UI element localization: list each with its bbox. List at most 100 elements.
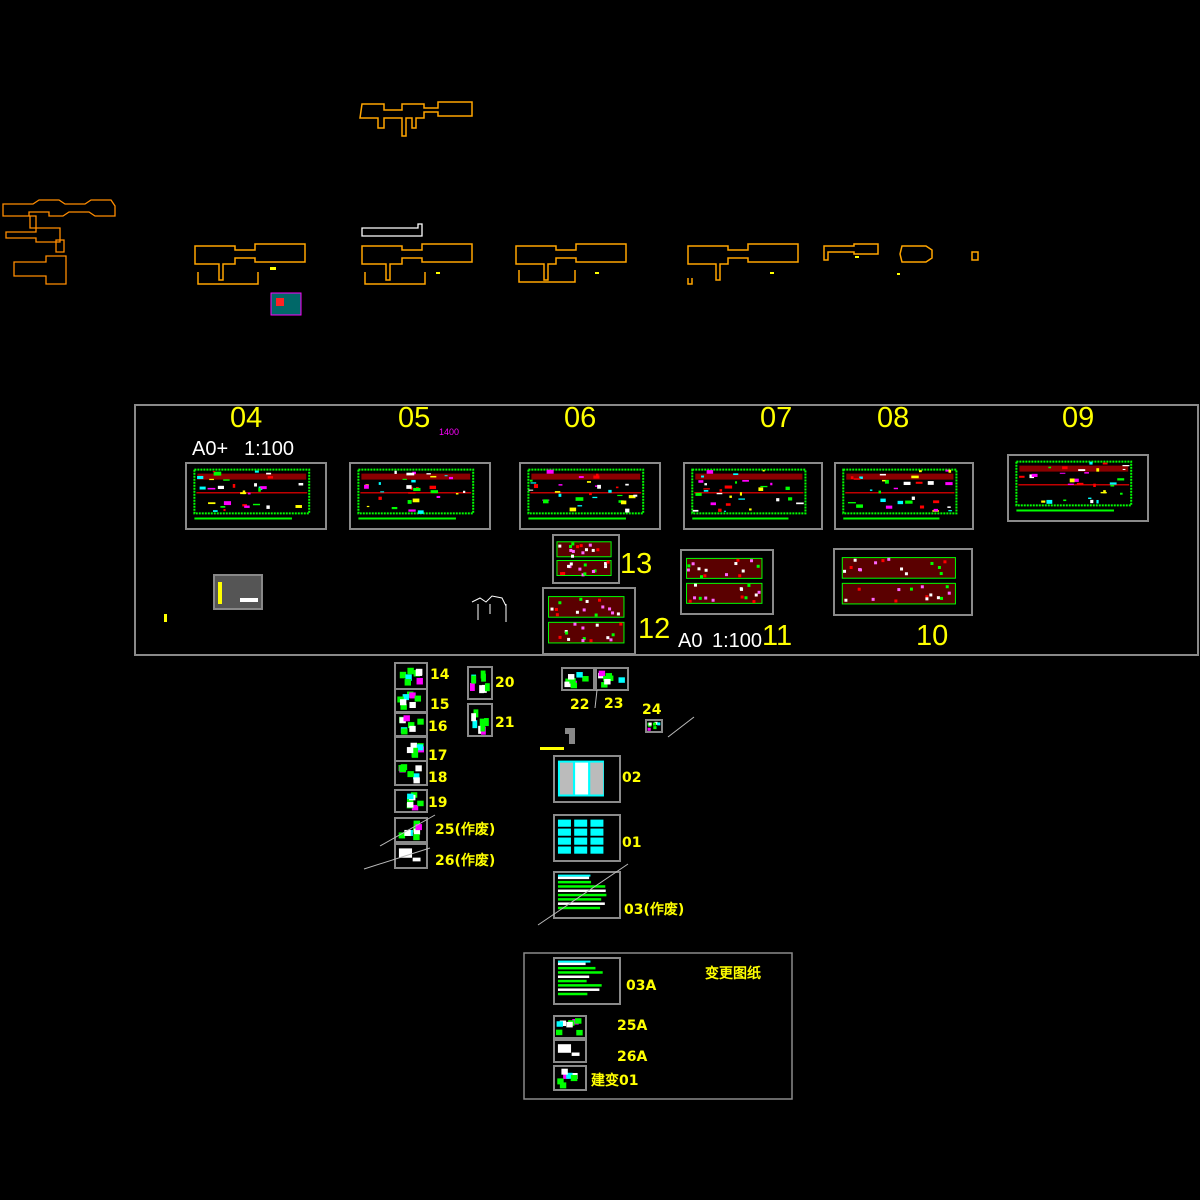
sheet-border <box>542 587 636 655</box>
sheet-border <box>553 755 621 803</box>
sheet-label-26-void: 26(作废) <box>435 852 495 869</box>
sheet-label-18: 18 <box>428 770 447 786</box>
sheet-label-21: 21 <box>495 715 514 731</box>
sheet-content <box>527 468 645 520</box>
sheet-border <box>683 462 823 530</box>
floor-plan-outlines <box>2 101 979 316</box>
sheet-content <box>398 820 422 841</box>
sheet-border <box>394 843 428 869</box>
sheet-label-jianbian01: 建变01 <box>591 1072 638 1089</box>
sheet-11[interactable] <box>680 549 774 615</box>
sheet-content <box>406 742 424 758</box>
sheet-16[interactable] <box>394 711 428 737</box>
sheet-label-03-void: 03(作废) <box>624 901 684 918</box>
sheet-18[interactable] <box>394 760 428 786</box>
dimension-text: 1400 <box>439 427 459 437</box>
sheet-content <box>557 1044 580 1056</box>
sheet-content <box>556 541 612 577</box>
sheet-jb01[interactable] <box>553 1065 587 1091</box>
sheet-26[interactable] <box>394 843 428 869</box>
sheet-border <box>185 462 327 530</box>
sheet-label-20: 20 <box>495 675 515 691</box>
paper-size-label: A0+ <box>192 438 228 460</box>
sheet-label-17: 17 <box>428 748 447 764</box>
sheet-content <box>548 596 625 644</box>
sheet-border <box>1007 454 1149 522</box>
labels: 04 05 06 07 08 09 13 12 11 10 A0+ 1:100 … <box>192 402 1094 1089</box>
sheet-label-03a: 03A <box>626 978 656 994</box>
sheet-label-07: 07 <box>760 402 792 434</box>
sheet-24[interactable] <box>645 719 663 733</box>
sheet-label-23: 23 <box>604 696 623 712</box>
sheet-content <box>397 691 422 710</box>
sheet-06[interactable] <box>519 462 661 530</box>
sheet-border <box>553 814 621 862</box>
sheet-17[interactable] <box>394 736 428 762</box>
sheet-19[interactable] <box>394 789 428 813</box>
cyan-detail-block <box>270 292 302 316</box>
sheet-label-09: 09 <box>1062 402 1094 434</box>
sheet-content <box>398 764 422 784</box>
sheet-content <box>557 874 607 910</box>
sheet-content <box>399 715 424 735</box>
sheet-border <box>553 1015 587 1039</box>
sheet-border <box>833 548 973 616</box>
sheet-content <box>557 760 604 797</box>
sheet-border <box>467 703 493 737</box>
sheet-label-12: 12 <box>638 613 670 645</box>
sheet-label-22: 22 <box>570 697 589 713</box>
sheet-label-19: 19 <box>428 795 447 811</box>
sheet-01[interactable] <box>553 814 621 862</box>
sheet-13[interactable] <box>552 534 620 584</box>
sheet-25[interactable] <box>394 817 428 843</box>
sheet-label-11: 11 <box>762 620 792 652</box>
sheet-label-01: 01 <box>622 835 641 851</box>
sheet-border <box>349 462 491 530</box>
sheet-12[interactable] <box>542 587 636 655</box>
sheet-content <box>470 670 490 694</box>
sheet-border <box>834 462 974 530</box>
misc-marks <box>164 574 695 926</box>
sheet-border <box>680 549 774 615</box>
sheet-10[interactable] <box>833 548 973 616</box>
scale-label: 1:100 <box>244 438 294 460</box>
sheet-border <box>553 1065 587 1091</box>
sheet-content <box>842 468 958 520</box>
sheet-15[interactable] <box>394 688 428 714</box>
sheet-04[interactable] <box>185 462 327 530</box>
sheet-label-04: 04 <box>230 402 262 434</box>
sheet-label-05: 05 <box>398 402 430 434</box>
sheet-25a[interactable] <box>553 1015 587 1039</box>
sheet-content <box>557 1068 578 1089</box>
sheet-border <box>645 719 663 733</box>
sheet-label-06: 06 <box>564 402 596 434</box>
sheet-14[interactable] <box>394 662 428 690</box>
sheet-border <box>467 666 493 700</box>
sheet-05[interactable] <box>349 462 491 530</box>
change-drawings-box <box>523 952 793 1100</box>
sheet-content <box>555 1018 583 1036</box>
sheet-border <box>552 534 620 584</box>
sheet-09[interactable] <box>1007 454 1149 522</box>
sheet-content <box>471 709 489 735</box>
sheet-border <box>519 462 661 530</box>
sheet-02[interactable] <box>553 755 621 803</box>
sheet-21[interactable] <box>467 703 493 737</box>
sheet-border <box>394 760 428 786</box>
sheet-03[interactable] <box>553 871 621 919</box>
sheet-label-25-void: 25(作废) <box>435 821 495 838</box>
sheet-20[interactable] <box>467 666 493 700</box>
sheet-03a[interactable] <box>553 957 621 1005</box>
sheet-border <box>553 957 621 1005</box>
sheet-content <box>686 557 763 604</box>
sheet-08[interactable] <box>834 462 974 530</box>
sheet-23[interactable] <box>595 667 629 691</box>
sheet-22[interactable] <box>561 667 595 691</box>
sheet-label-10: 10 <box>916 620 948 652</box>
sheet-content <box>557 960 603 996</box>
sheet-label-25a: 25A <box>617 1018 647 1034</box>
sheet-07[interactable] <box>683 462 823 530</box>
sheet-border <box>553 1039 587 1063</box>
sheet-26a[interactable] <box>553 1039 587 1063</box>
